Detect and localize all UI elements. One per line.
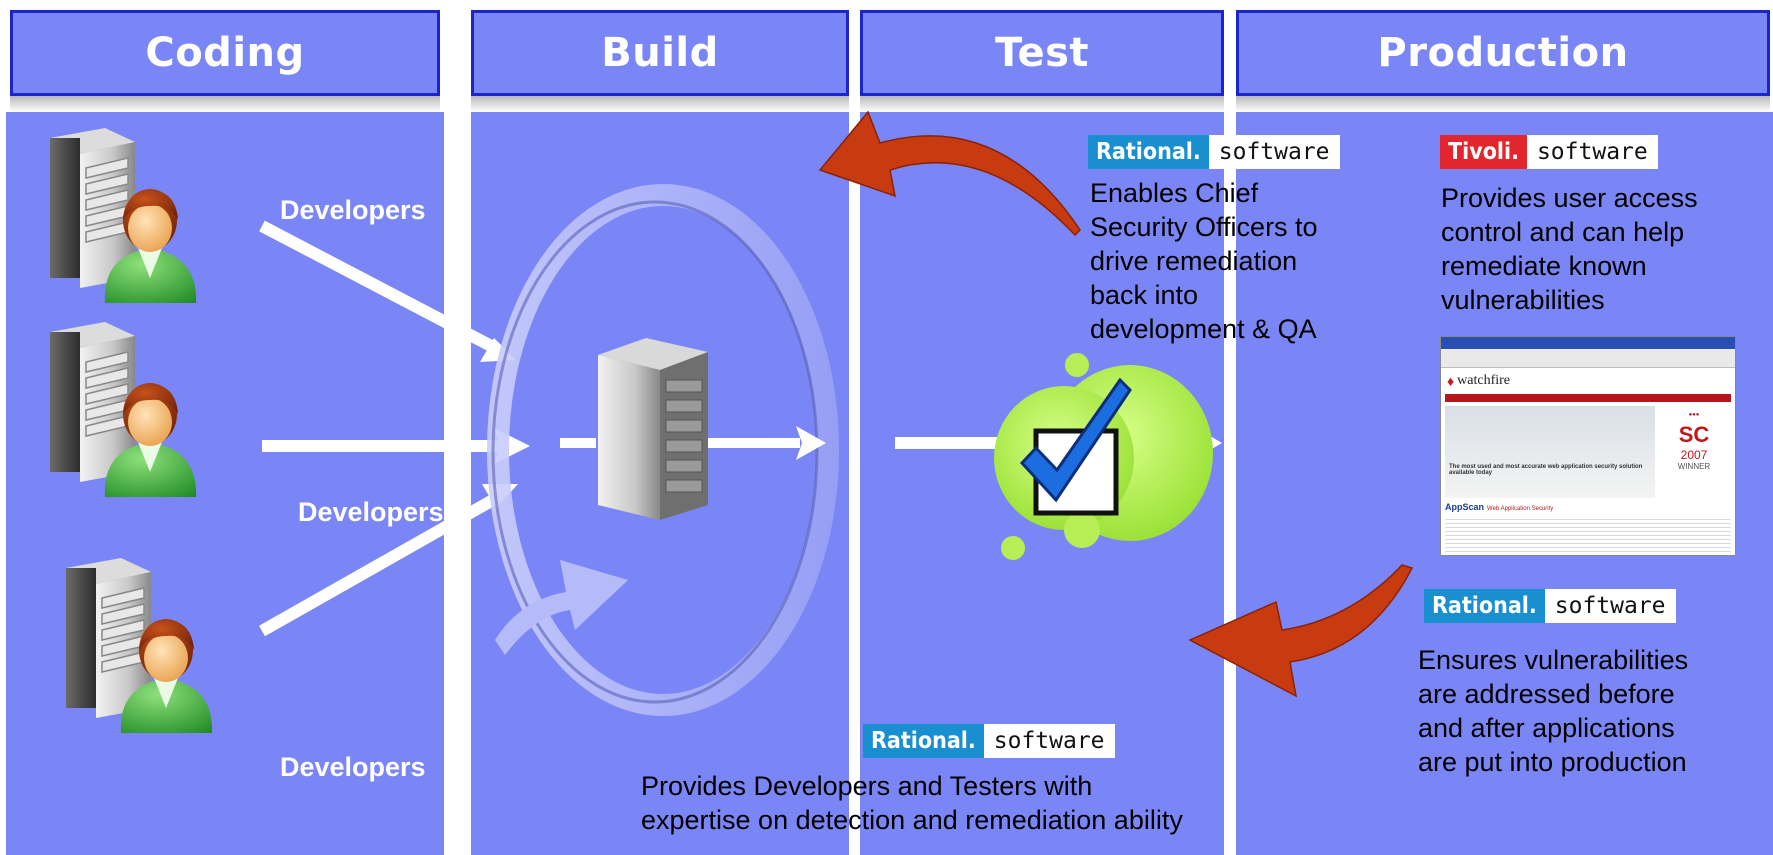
developers-label-3: Developers bbox=[280, 752, 426, 782]
sc-badge: SC bbox=[1678, 422, 1710, 447]
tivoli-logo: Tivoli. software bbox=[1440, 135, 1658, 169]
test-description: Enables Chief Security Officers to drive… bbox=[1090, 178, 1318, 344]
remediation-arrow-bottom bbox=[1188, 564, 1414, 698]
software-word: software bbox=[1218, 139, 1330, 165]
production-description-bottom: Ensures vulnerabilities are addressed be… bbox=[1418, 645, 1689, 777]
developer-icon-2 bbox=[49, 321, 197, 498]
software-word: software bbox=[993, 728, 1105, 754]
tivoli-brand: Tivoli. bbox=[1440, 135, 1527, 169]
build-server-icon bbox=[598, 338, 708, 520]
stage-header-build: Build bbox=[471, 10, 849, 96]
rational-logo-build: Rational. software bbox=[863, 724, 1115, 758]
software-word: software bbox=[1554, 593, 1666, 619]
developers-label-2: Developers bbox=[298, 497, 444, 527]
remediation-arrow-top bbox=[818, 110, 1081, 237]
stage-title: Production bbox=[1377, 30, 1629, 76]
rational-brand: Rational. bbox=[1424, 589, 1545, 623]
rational-brand: Rational. bbox=[1088, 135, 1209, 169]
developers-label-1: Developers bbox=[280, 195, 426, 225]
flow-arrow-build bbox=[560, 426, 826, 460]
appscan-title: AppScan bbox=[1445, 502, 1485, 512]
flow-arrows-coding bbox=[259, 220, 506, 637]
checkmark-icon bbox=[994, 353, 1213, 560]
software-word: software bbox=[1536, 139, 1648, 165]
stage-title: Test bbox=[994, 30, 1090, 76]
stage-header-coding: Coding bbox=[10, 10, 440, 96]
stage-header-production: Production bbox=[1236, 10, 1770, 96]
rational-logo-test: Rational. software bbox=[1088, 135, 1340, 169]
developer-icon-3 bbox=[65, 557, 213, 734]
build-description: Provides Developers and Testers with exp… bbox=[641, 771, 1183, 835]
watchfire-brand: watchfire bbox=[1457, 373, 1511, 388]
rational-brand: Rational. bbox=[863, 724, 984, 758]
watchfire-website-screenshot: ♦ watchfire The most used and most accur… bbox=[1440, 336, 1736, 556]
watchfire-headline: The most used and most accurate web appl… bbox=[1449, 464, 1643, 476]
stage-title: Coding bbox=[145, 30, 305, 76]
cycle-arrowhead bbox=[495, 560, 628, 655]
developer-icon-1 bbox=[49, 127, 197, 304]
production-description-top: Provides user access control and can hel… bbox=[1441, 183, 1698, 315]
stage-title: Build bbox=[601, 30, 719, 76]
stage-header-test: Test bbox=[860, 10, 1224, 96]
cycle-ring bbox=[487, 184, 839, 716]
rational-logo-production: Rational. software bbox=[1424, 589, 1676, 623]
